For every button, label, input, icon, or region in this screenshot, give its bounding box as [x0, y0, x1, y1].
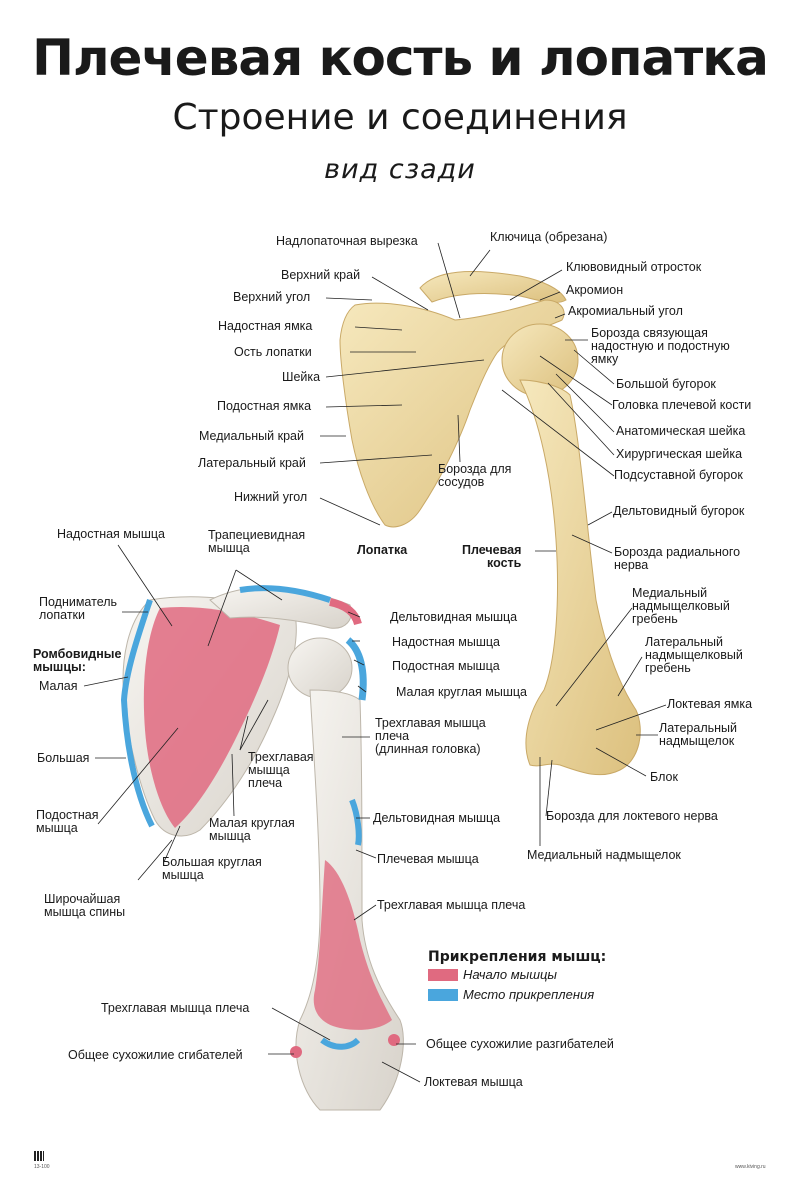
label-vascular-groove: Борозда для сосудов [438, 462, 512, 489]
label-superior-border: Верхний край [281, 268, 361, 282]
extensor-origin [388, 1034, 400, 1046]
label-rhomboid-minor: Малая [39, 679, 78, 693]
label-lateral-supracondylar-ridge: Латеральный надмыщелковый гребень [645, 635, 743, 675]
label-trapezius: Трапециевидная мышца [208, 528, 306, 555]
label-teres-minor-2: Малая круглая мышца [209, 816, 295, 843]
label-infraglenoid-tubercle: Подсуставной бугорок [614, 468, 743, 482]
label-rhomboid-major: Большая [37, 751, 90, 765]
scapula-insertion-border [120, 599, 155, 828]
clavicle-insertion [239, 585, 331, 603]
label-lateral-epicondyle: Латеральный надмыщелок [659, 721, 737, 748]
label-suprascapular-notch: Надлопаточная вырезка [276, 234, 418, 248]
label-common-extensor-tendon: Общее сухожилие разгибателей [426, 1037, 614, 1051]
scapula-shape [339, 299, 565, 528]
triceps-origin-area [313, 860, 392, 1030]
greater-tubercle-insertion [345, 637, 367, 701]
bottom-bones [120, 585, 404, 1111]
label-triceps-3: Трехглавая мышца плеча [101, 1001, 250, 1015]
qr-code-icon [34, 1151, 44, 1161]
legend-origin-swatch [428, 969, 458, 981]
legend-origin-label: Начало мышцы [463, 967, 558, 982]
label-infraspinatus-1: Подостная мышца [392, 659, 500, 673]
label-scapular-spine: Ость лопатки [234, 345, 312, 359]
label-surgical-neck: Хирургическая шейка [616, 447, 743, 461]
label-teres-major: Большая круглая мышца [162, 855, 262, 882]
deltoid-origin [329, 598, 362, 626]
label-olecranon-fossa: Локтевая ямка [667, 697, 753, 711]
label-triceps-2: Трехглавая мышца плеча [377, 898, 526, 912]
label-latissimus-dorsi: Широчайшая мышца спины [44, 892, 126, 919]
label-acromial-angle: Акромиальный угол [568, 304, 683, 318]
product-code: 13-100 [34, 1164, 50, 1170]
label-spinoglenoid-groove: Борозда связующая надостную и подостную … [591, 326, 730, 366]
legend-insertion-swatch [428, 989, 458, 1001]
label-humerus: Плечевая кость [462, 543, 522, 570]
label-lateral-border: Латеральный край [198, 456, 306, 470]
elbow-insertion [320, 1037, 361, 1050]
label-clavicle: Ключица (обрезана) [490, 230, 608, 244]
label-brachialis: Плечевая мышца [377, 852, 479, 866]
label-medial-supracondylar-ridge: Медиальный надмыщелковый гребень [632, 586, 730, 626]
top-bones [339, 271, 641, 776]
label-common-flexor-tendon: Общее сухожилие сгибателей [68, 1048, 243, 1062]
label-infraspinous-fossa: Подостная ямка [217, 399, 312, 413]
humerus-grey-head [287, 637, 353, 699]
label-deltoid-2: Дельтовидная мышца [373, 811, 501, 825]
label-greater-tubercle: Большой бугорок [616, 377, 716, 391]
label-trochlea: Блок [650, 770, 678, 784]
label-supraspinatus-2: Надостная мышца [392, 635, 501, 649]
site-url: www.kiving.ru [735, 1164, 766, 1170]
humerus-shaft-shape [519, 379, 641, 776]
label-teres-minor-1: Малая круглая мышца [396, 685, 528, 699]
page-subtitle: Строение и соединения [172, 97, 628, 138]
legend-insertion-label: Место прикрепления [463, 987, 595, 1002]
flexor-origin [290, 1046, 302, 1058]
label-anatomical-neck: Анатомическая шейка [616, 424, 746, 438]
leader-lines [83, 242, 667, 1083]
page-title: Плечевая кость и лопатка [32, 29, 769, 87]
label-medial-epicondyle: Медиальный надмыщелок [527, 848, 681, 862]
label-deltoid-1: Дельтовидная мышца [390, 610, 518, 624]
view-caption: вид сзади [324, 154, 476, 185]
clavicle-shape [419, 271, 567, 303]
label-supraspinatus-1: Надостная мышца [57, 527, 166, 541]
label-infraspinatus-2: Подостная мышца [36, 808, 99, 835]
label-supraspinous-fossa: Надостная ямка [218, 319, 313, 333]
label-triceps-long-head: Трехглавая мышца плеча (длинная головка) [375, 716, 486, 756]
label-radial-groove: Борозда радиального нерва [614, 545, 741, 572]
label-levator-scapulae: Подниматель лопатки [39, 595, 118, 622]
deltoid-insertion [349, 798, 362, 846]
label-medial-border: Медиальный край [199, 429, 304, 443]
label-neck: Шейка [282, 370, 321, 384]
label-deltoid-tuberosity: Дельтовидный бугорок [613, 504, 745, 518]
scapula-origin-area [143, 606, 280, 828]
label-superior-angle: Верхний угол [233, 290, 311, 304]
label-anconeus: Локтевая мышца [424, 1075, 523, 1089]
label-ulnar-groove: Борозда для локтевого нерва [546, 809, 718, 823]
legend-title: Прикрепления мышц: [428, 949, 607, 965]
label-coracoid-process: Клювовидный отросток [566, 260, 702, 274]
label-humeral-head: Головка плечевой кости [612, 398, 752, 412]
label-scapula: Лопатка [357, 543, 408, 557]
label-inferior-angle: Нижний угол [234, 490, 308, 504]
label-triceps-1: Трехглавая мышца плеча [248, 750, 314, 790]
label-acromion: Акромион [566, 283, 624, 297]
label-rhomboids: Ромбовидные мышцы: [33, 647, 122, 674]
